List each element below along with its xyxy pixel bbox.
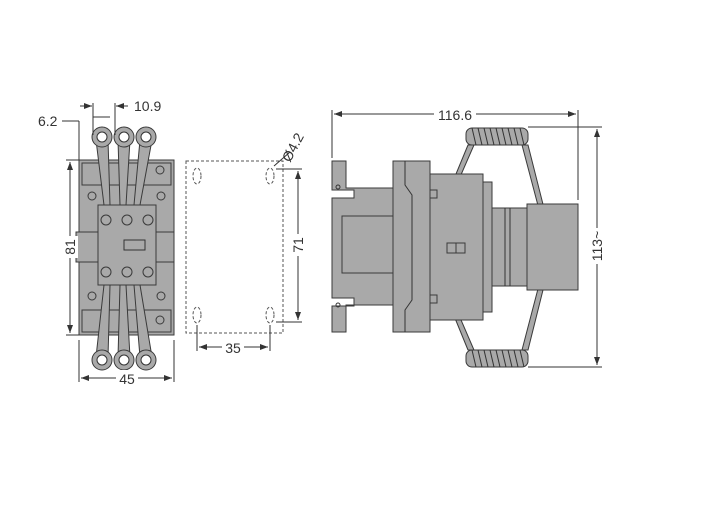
offset-dimension-6-2: 6.2 (38, 113, 58, 129)
spring-top (465, 127, 529, 146)
capacitor-resistor-loops (91, 126, 157, 371)
spring-bottom (465, 349, 529, 368)
horizontal-spacing-dimension-35: 35 (225, 340, 241, 356)
vertical-spacing-dimension-71: 71 (290, 237, 306, 253)
terminal-screws (87, 165, 166, 325)
front-view: 81 45 6.2 10.9 (38, 98, 175, 387)
width-dimension-45: 45 (119, 371, 135, 387)
side-view: 116.6 113~ (331, 106, 605, 368)
pitch-dimension-10-9: 10.9 (134, 98, 161, 114)
height-dimension-81: 81 (62, 239, 78, 255)
mounting-plate-view: Ø4.2 71 35 (185, 130, 307, 356)
hole-diameter-dimension: Ø4.2 (279, 130, 307, 164)
depth-dimension-116-6: 116.6 (438, 107, 472, 123)
height-dimension-113: 113~ (589, 231, 605, 262)
